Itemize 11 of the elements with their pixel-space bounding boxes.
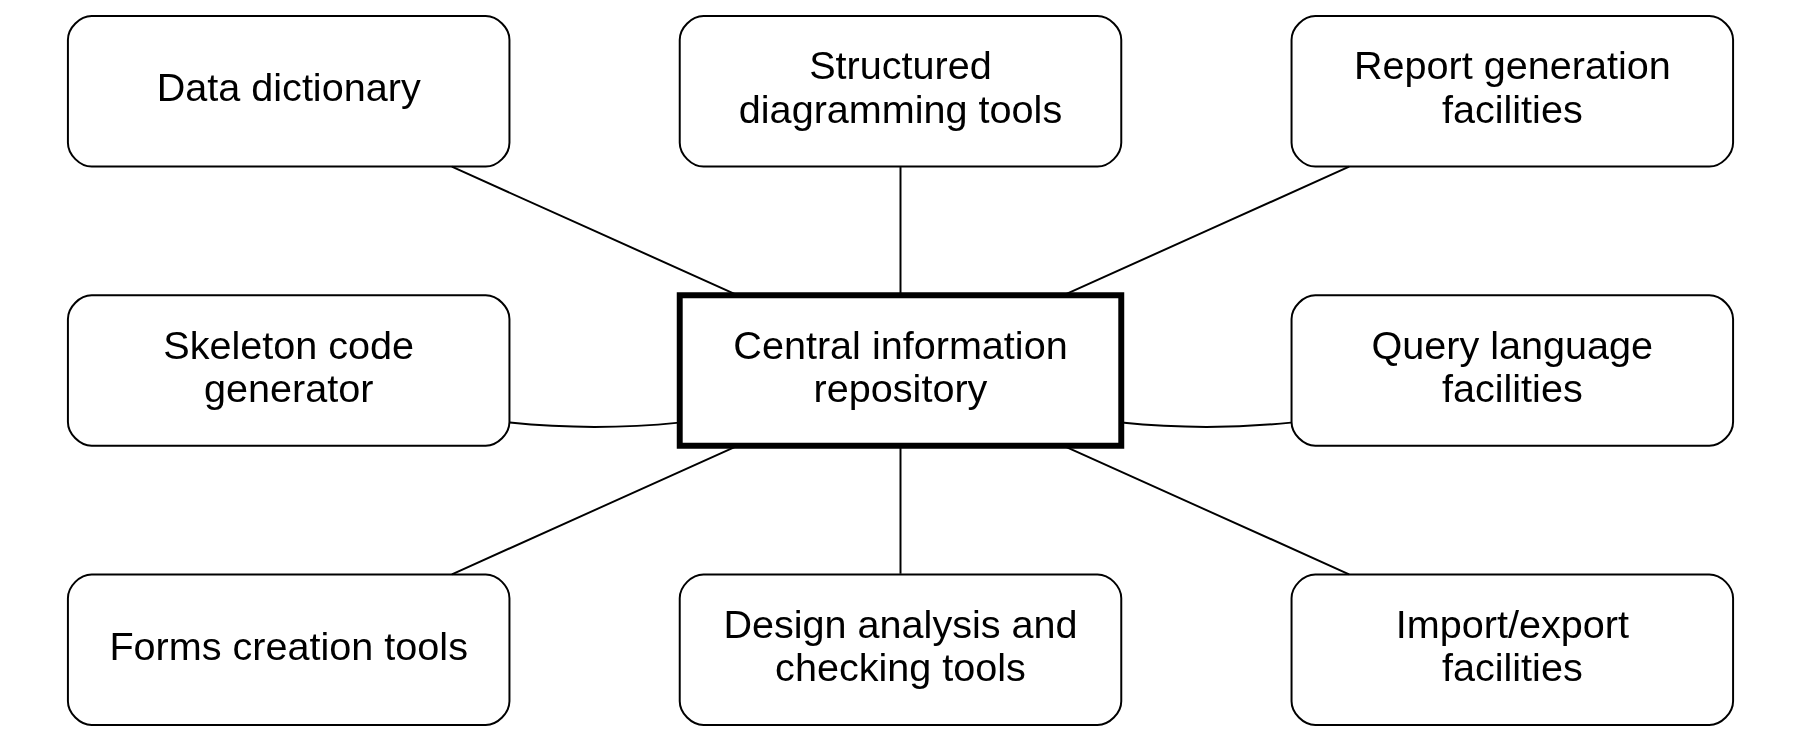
node-box: Skeleton code generator [66, 294, 511, 447]
connector [899, 166, 902, 296]
node-box: Forms creation tools [66, 573, 511, 726]
node-box: Central information repository [676, 292, 1125, 449]
connector [899, 445, 902, 575]
node-box: Structured diagramming tools [678, 15, 1123, 168]
node-box: Data dictionary [66, 15, 511, 168]
node-box: Report generation facilities [1290, 15, 1735, 168]
node-box: Design analysis and checking tools [678, 573, 1123, 726]
node-box: Query language facilities [1290, 294, 1735, 447]
node-box: Import/export facilities [1290, 573, 1735, 726]
